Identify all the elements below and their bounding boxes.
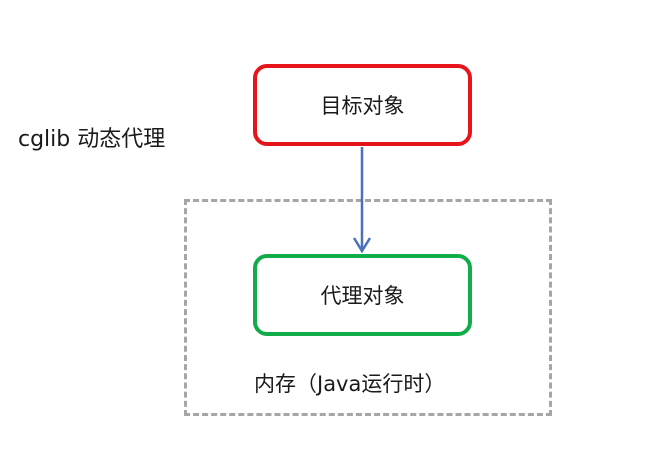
diagram-caption: cglib 动态代理 [18, 127, 166, 152]
target-object-label: 目标对象 [320, 94, 405, 118]
target-object-node: 目标对象 [253, 64, 472, 146]
memory-region [184, 199, 552, 416]
proxy-object-node: 代理对象 [253, 254, 472, 336]
memory-region-label: 内存（Java运行时） [254, 372, 446, 396]
proxy-object-label: 代理对象 [320, 284, 405, 308]
